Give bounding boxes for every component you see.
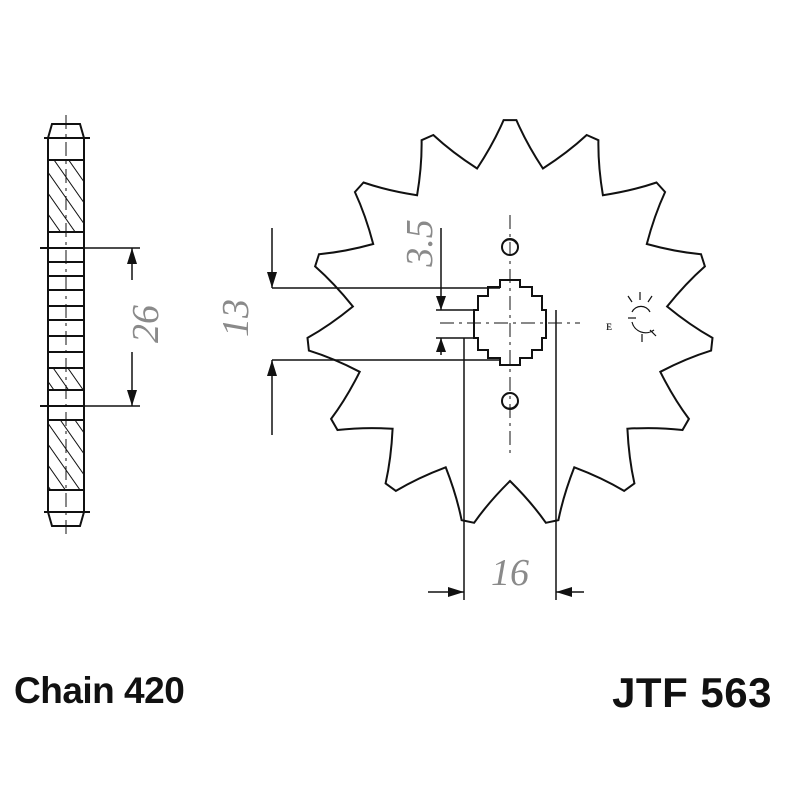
- svg-text:ᴇ: ᴇ: [606, 319, 612, 334]
- spline-width-dimension: 13: [215, 299, 257, 337]
- side-view: [40, 115, 140, 535]
- splined-bore: [473, 279, 547, 366]
- part-number-label: JTF 563: [612, 669, 772, 716]
- bore-dimension: 16: [491, 552, 529, 594]
- hub-diameter-dimension: 26: [125, 305, 167, 343]
- front-view: ᴇ: [267, 119, 714, 600]
- chain-size-label: Chain 420: [14, 670, 185, 711]
- mounting-hole-top: [501, 238, 519, 256]
- rotation-symbol-icon: [627, 292, 657, 342]
- spline-depth-dimension: 3.5: [399, 219, 441, 268]
- sprocket-outline: [306, 119, 714, 524]
- mounting-hole-bottom: [501, 392, 519, 410]
